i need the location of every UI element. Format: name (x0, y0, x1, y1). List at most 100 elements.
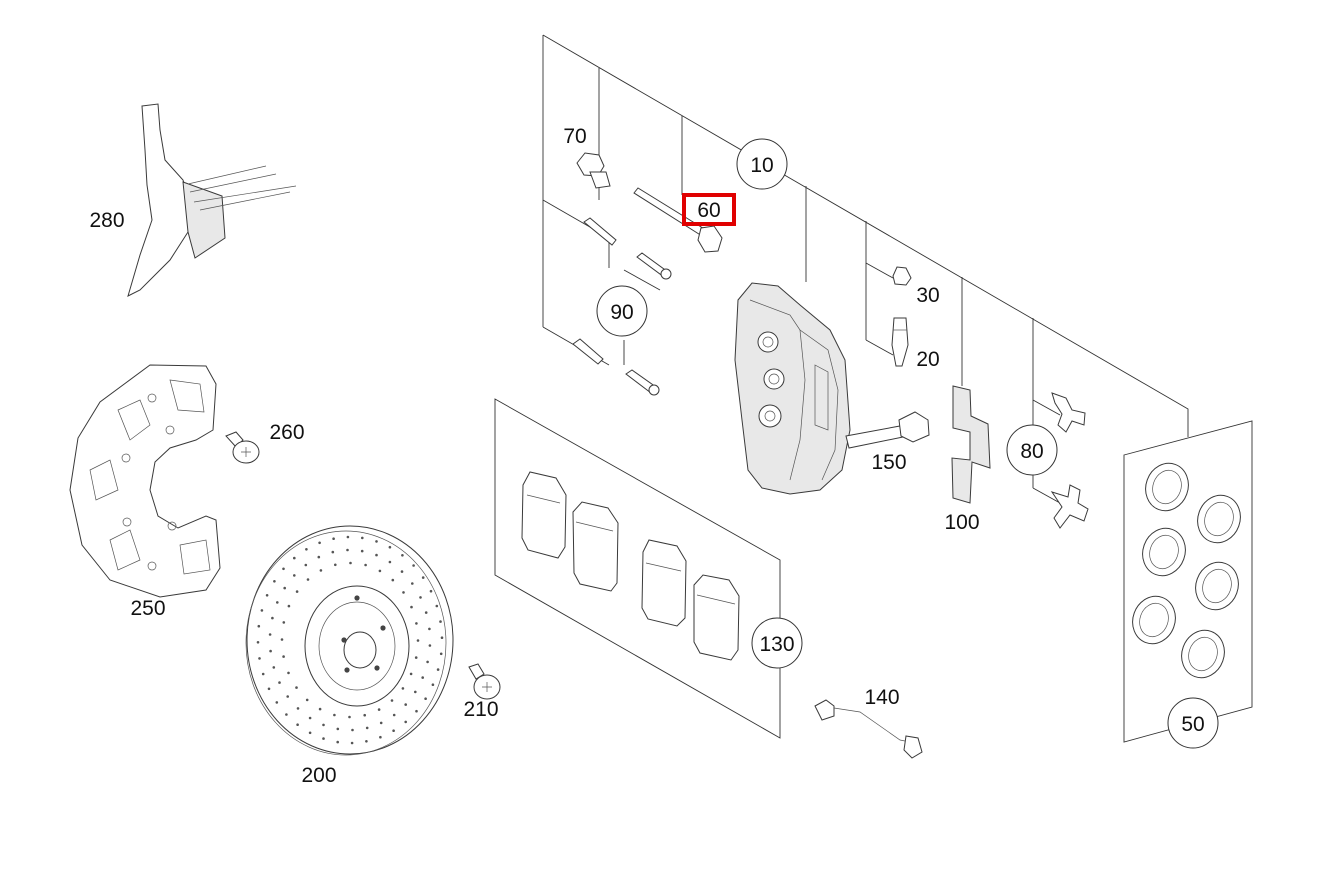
label-60[interactable]: 60 (697, 199, 720, 222)
drill-hole (332, 537, 335, 540)
drill-hole (415, 622, 418, 625)
callout-label: 90 (610, 301, 633, 324)
label-250[interactable]: 250 (130, 597, 165, 620)
drill-hole (282, 567, 285, 571)
drill-hole (276, 601, 279, 604)
drill-hole (265, 594, 269, 597)
drill-hole (295, 686, 298, 689)
drill-hole (378, 569, 382, 573)
guide-pins-90 (572, 217, 672, 396)
drill-hole (435, 604, 439, 608)
label-30[interactable]: 30 (916, 284, 939, 307)
drill-hole (271, 616, 274, 620)
drill-hole (267, 687, 271, 691)
bleeder-screw-20 (891, 317, 909, 367)
splash-shield-250 (69, 364, 221, 598)
label-70[interactable]: 70 (563, 125, 586, 148)
bleed-cap-30 (892, 266, 912, 286)
brake-caliper (734, 282, 851, 495)
callout-10[interactable]: 10 (736, 138, 788, 190)
drill-hole (293, 556, 296, 560)
drill-hole (388, 560, 392, 564)
callout-50[interactable]: 50 (1167, 697, 1219, 749)
drill-hole (272, 666, 276, 669)
drill-hole (426, 660, 429, 664)
label-280[interactable]: 280 (89, 209, 124, 232)
drill-hole (261, 672, 265, 676)
drill-hole (439, 620, 442, 623)
drill-hole (336, 727, 340, 731)
drill-hole (365, 740, 368, 743)
brake-disc-200 (245, 525, 454, 756)
piston-1 (1145, 462, 1189, 512)
drill-hole (388, 545, 392, 549)
pistons-panel (1123, 420, 1253, 743)
drill-hole (415, 709, 418, 713)
drill-hole (257, 624, 261, 628)
drill-hole (285, 713, 288, 716)
callout-label: 50 (1181, 713, 1204, 736)
drill-hole (365, 726, 369, 730)
drill-hole (348, 715, 351, 719)
drill-hole (404, 703, 408, 706)
drill-hole (440, 636, 444, 639)
drill-hole (424, 697, 427, 700)
drill-hole (401, 554, 404, 557)
brake-pad-1 (521, 471, 567, 559)
screw-210 (468, 663, 501, 700)
drill-hole (278, 681, 281, 684)
drill-hole (414, 656, 418, 659)
drill-hole (280, 638, 284, 641)
spring-clip-100 (951, 385, 991, 504)
drill-hole (375, 540, 378, 543)
drill-hole (346, 535, 350, 539)
label-20[interactable]: 20 (916, 348, 939, 371)
air-duct-280 (127, 103, 297, 297)
drill-hole (306, 578, 310, 581)
drill-hole (273, 580, 276, 583)
piston-4 (1195, 561, 1239, 611)
drill-hole (428, 644, 432, 647)
drill-hole (414, 690, 417, 694)
drill-hole (287, 604, 291, 608)
piston-5 (1132, 595, 1176, 645)
drill-hole (286, 695, 290, 698)
drill-hole (296, 723, 299, 726)
screw-260 (225, 431, 260, 464)
drill-hole (392, 713, 396, 717)
callout-label: 130 (759, 633, 794, 656)
piston-2 (1197, 494, 1241, 544)
drill-hole (416, 639, 420, 642)
drill-hole (350, 741, 354, 745)
drill-hole (400, 570, 404, 573)
drill-hole (351, 728, 354, 732)
label-150[interactable]: 150 (871, 451, 906, 474)
callout-90[interactable]: 90 (596, 285, 648, 337)
brake-pad-4 (693, 574, 740, 661)
drill-hole (308, 731, 312, 735)
drill-hole (402, 591, 405, 594)
highlight-box-60 (682, 193, 736, 226)
label-260[interactable]: 260 (269, 421, 304, 444)
drill-hole (260, 609, 264, 612)
drill-hole (431, 683, 435, 686)
drill-hole (409, 672, 413, 676)
drill-hole (293, 574, 296, 577)
label-140[interactable]: 140 (864, 686, 899, 709)
drill-hole (318, 541, 321, 545)
drill-hole (363, 713, 367, 717)
retaining-clips-80 (1050, 392, 1089, 529)
callout-80[interactable]: 80 (1006, 424, 1058, 476)
drill-hole (391, 578, 395, 582)
drill-hole (322, 723, 325, 727)
drill-hole (331, 550, 335, 554)
drill-hole (282, 655, 285, 658)
label-200[interactable]: 200 (301, 764, 336, 787)
drill-hole (349, 561, 352, 565)
label-210[interactable]: 210 (463, 698, 498, 721)
drill-hole (410, 605, 413, 609)
brake-pad-3 (641, 539, 687, 627)
drill-hole (428, 627, 431, 631)
callout-130[interactable]: 130 (751, 617, 803, 669)
label-100[interactable]: 100 (944, 511, 979, 534)
